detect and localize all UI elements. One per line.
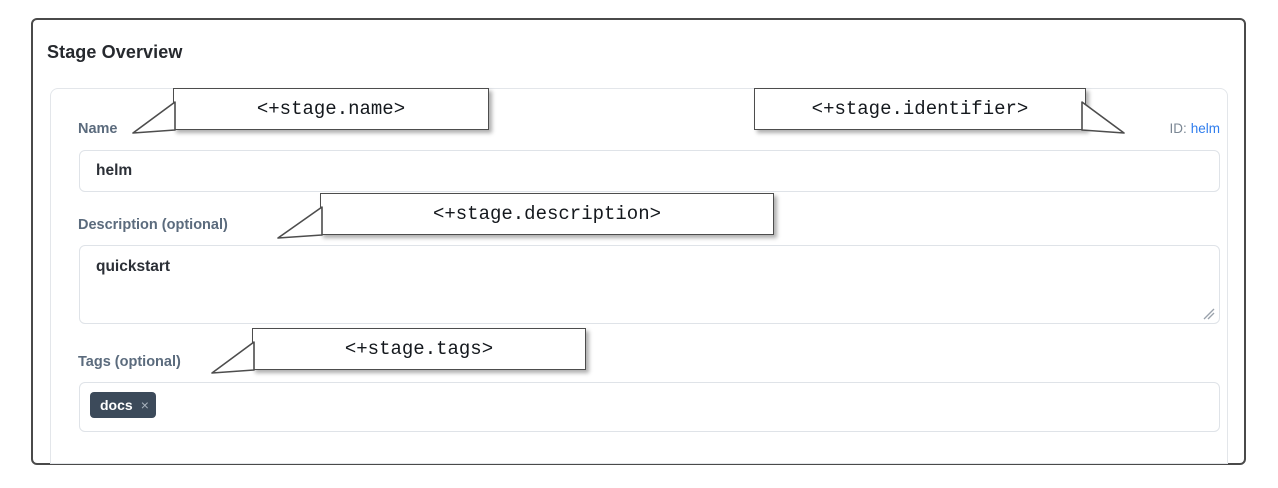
tag-chip-docs[interactable]: docs ×: [90, 392, 156, 418]
annotation-stage-tags: <+stage.tags>: [252, 328, 586, 370]
annotation-stage-description: <+stage.description>: [320, 193, 774, 235]
tag-chip-label: docs: [100, 397, 133, 413]
tag-remove-icon[interactable]: ×: [140, 397, 149, 413]
annotation-stage-name: <+stage.name>: [173, 88, 489, 130]
annotation-stage-name-text: <+stage.name>: [256, 98, 406, 120]
tags-label: Tags (optional): [78, 354, 181, 370]
annotation-stage-identifier: <+stage.identifier>: [754, 88, 1086, 130]
callout-tail-stage-tags: [211, 341, 255, 374]
name-input[interactable]: [79, 150, 1220, 192]
tags-input[interactable]: docs ×: [79, 382, 1220, 432]
identifier-value-link[interactable]: helm: [1190, 121, 1220, 136]
annotation-stage-description-text: <+stage.description>: [432, 203, 662, 225]
callout-tail-stage-identifier: [1081, 101, 1125, 134]
identifier-key-label: ID:: [1169, 121, 1187, 136]
name-label: Name: [78, 121, 118, 137]
annotation-stage-tags-text: <+stage.tags>: [344, 338, 494, 360]
annotation-stage-identifier-text: <+stage.identifier>: [811, 98, 1029, 120]
page-title: Stage Overview: [47, 42, 183, 62]
description-textarea[interactable]: [79, 245, 1220, 324]
callout-tail-stage-description: [277, 206, 323, 239]
callout-tail-stage-name: [132, 101, 176, 134]
stage-identifier-display: ID:helm: [1169, 121, 1220, 136]
description-label: Description (optional): [78, 217, 228, 233]
